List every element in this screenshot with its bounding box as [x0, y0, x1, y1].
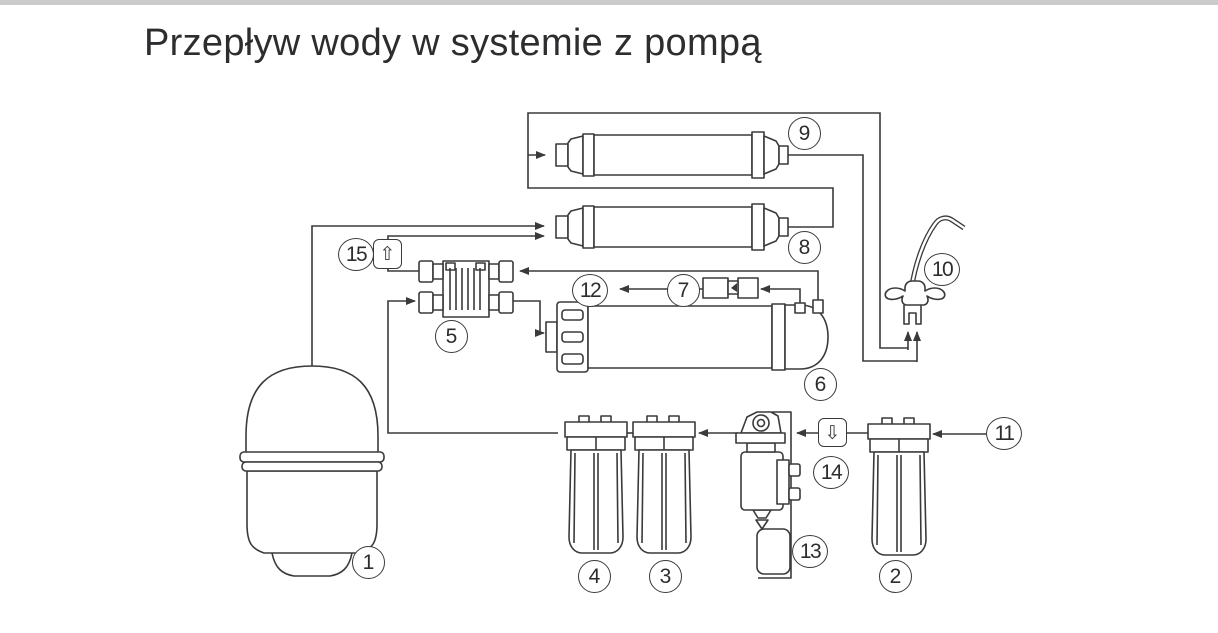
part-badge-drain: 12 — [572, 274, 608, 307]
auto-shutoff-valve — [418, 260, 514, 318]
part-badge-housing-3: 3 — [649, 560, 682, 593]
pump-collar — [746, 442, 776, 453]
membrane-permeate-port — [812, 299, 824, 314]
membrane-feed-port — [545, 321, 558, 353]
carbon-to-valve-line — [387, 297, 558, 434]
part-badge-membrane: 6 — [804, 368, 837, 401]
membrane-drain-port — [794, 302, 806, 314]
part-badge-faucet: 10 — [924, 253, 960, 286]
faucet — [884, 215, 966, 325]
tank-foot — [271, 552, 353, 577]
filter-housing-4 — [564, 415, 628, 554]
page-title: Przepływ wody w systemie z pompą — [144, 22, 762, 64]
tank-to-postfilter-line — [311, 222, 545, 368]
inline-filter-8 — [555, 203, 789, 251]
part-badge-housing-2: 2 — [879, 560, 912, 593]
filter-housing-2 — [867, 417, 931, 556]
pump-outlet-funnel — [752, 509, 772, 519]
pressure-switch-icon-box: ⇩ — [818, 418, 847, 447]
booster-pump — [735, 411, 801, 579]
top-border-strip — [0, 0, 1218, 5]
faucet-legs — [903, 305, 922, 325]
pump-side-mount — [776, 459, 790, 505]
part-badge-tank: 1 — [352, 546, 385, 579]
down-arrow-icon: ⇩ — [824, 421, 841, 444]
membrane-drain-line — [760, 285, 801, 305]
tank-lower-body — [246, 470, 378, 554]
membrane-right-collar — [771, 303, 786, 371]
part-badge-feed-inlet: 11 — [986, 417, 1022, 450]
part-badge-check-valve: 15 — [338, 238, 374, 271]
part-badge-housing-4: 4 — [578, 560, 611, 593]
pump-power-box — [756, 528, 791, 575]
tank-band-lower — [241, 461, 383, 472]
tank-dome — [245, 365, 379, 452]
tank-band-upper — [239, 451, 385, 463]
part-badge-inline-filter-9: 9 — [788, 117, 821, 150]
pump-head-plate — [735, 432, 786, 444]
pump-down-arrow — [755, 519, 769, 530]
flow-restrictor — [702, 277, 759, 299]
check-valve-icon-box: ⇧ — [373, 239, 402, 269]
part-badge-pressure-switch: 14 — [813, 456, 849, 489]
part-badge-pump: 13 — [792, 535, 828, 568]
filter-housing-3 — [632, 415, 696, 554]
up-arrow-icon: ⇧ — [379, 243, 396, 265]
valve-to-checkvalve-line — [387, 269, 419, 272]
part-badge-inline-filter-8: 8 — [788, 231, 821, 264]
restrictor-arrow-icon — [731, 283, 737, 292]
membrane-body — [587, 305, 773, 369]
part-badge-restrictor: 7 — [667, 274, 700, 307]
inline-filter-9 — [555, 131, 789, 179]
membrane-right-cap — [784, 304, 829, 370]
membrane-housing — [545, 299, 829, 373]
valve-to-membrane-feed-line — [513, 300, 545, 337]
faucet-body — [884, 280, 946, 306]
membrane-permeate-line — [519, 267, 819, 302]
postfilter-out-loop-line — [527, 112, 908, 349]
top-filter-to-faucet-line — [786, 154, 917, 362]
storage-tank — [239, 365, 385, 577]
checkvalve-to-postfilter-line — [387, 232, 545, 240]
part-badge-shutoff-valve: 5 — [435, 320, 468, 353]
